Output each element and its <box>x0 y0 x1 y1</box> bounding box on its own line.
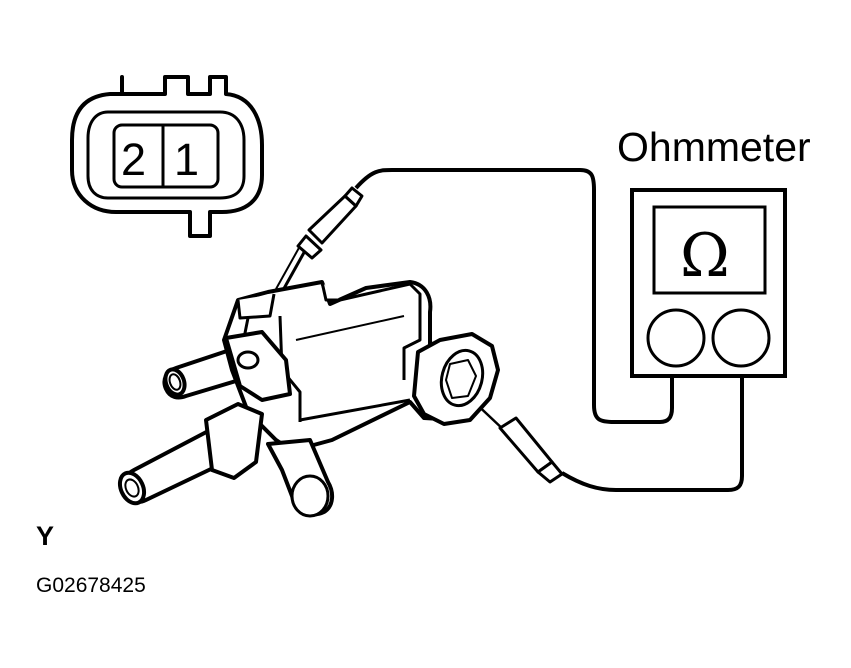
probe-jack-right <box>711 308 771 368</box>
probe-jack-left <box>646 308 706 368</box>
ohmmeter-label: Ohmmeter <box>617 124 811 170</box>
connector-pin-1-label: 1 <box>174 134 199 185</box>
valve-assembly <box>117 280 500 518</box>
figure-code: G02678425 <box>36 574 146 597</box>
test-leads <box>354 168 744 492</box>
ohmmeter-body <box>630 188 787 378</box>
upper-probe <box>275 186 364 293</box>
ohmmeter-display <box>652 205 767 295</box>
ohmmeter: Ω <box>630 188 787 378</box>
connector-face: 2 1 <box>70 75 264 238</box>
view-letter: Y <box>36 521 55 551</box>
lower-test-lead <box>560 376 744 492</box>
ohm-symbol: Ω <box>680 221 730 291</box>
upper-test-lead <box>354 168 674 424</box>
lower-probe <box>469 397 564 484</box>
valve-flange <box>224 330 292 402</box>
connector-pin-2-label: 2 <box>121 134 146 185</box>
